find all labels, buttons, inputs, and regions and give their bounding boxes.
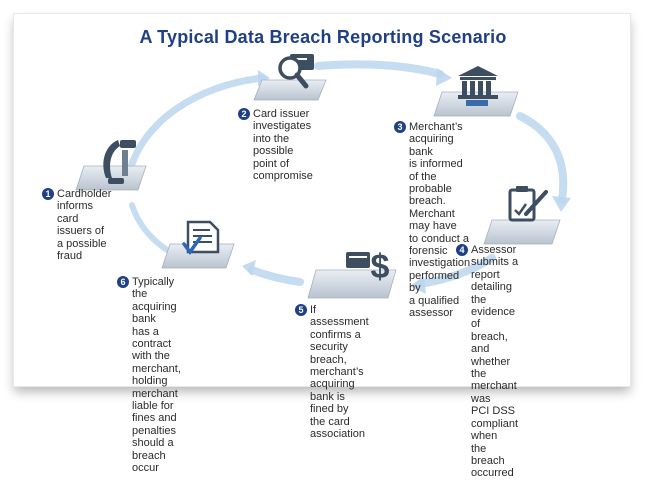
arrow-1-to-2: [124, 74, 266, 182]
cycle-arrows: [124, 60, 568, 288]
arrow-3-to-4: [516, 112, 568, 204]
pad-4: [483, 219, 561, 245]
step-text: Merchant’s acquiring bank is informed of…: [409, 121, 471, 320]
arrow-2-to-3: [314, 60, 444, 78]
step-text: Assessor submits a report detailing the …: [471, 244, 519, 480]
step-number-badge: 2: [238, 108, 250, 120]
step-number-badge: 5: [295, 304, 307, 316]
card-dollar-icon: $: [346, 248, 390, 286]
step-number-badge: 6: [117, 276, 129, 288]
step-number-badge: 4: [456, 244, 468, 256]
step-text: Card issuer investigates into the possib…: [253, 108, 313, 183]
magnifier-card-icon: [278, 54, 314, 89]
pad-2: [253, 79, 327, 101]
step-text: If assessment confirms a security breach…: [310, 304, 369, 441]
arrow-4-to-5: [416, 254, 496, 288]
arrowhead-6: [242, 260, 256, 276]
page-title: A Typical Data Breach Reporting Scenario: [139, 27, 507, 47]
arrowhead-4: [552, 196, 571, 212]
pad-5: [307, 269, 397, 299]
arrowhead-3: [436, 68, 452, 86]
step-text: Cardholder informs card issuers of a pos…: [57, 188, 112, 263]
step-text: Typically the acquiring bank has a contr…: [132, 276, 181, 475]
arrow-5-to-6: [248, 266, 304, 286]
svg-text:$: $: [371, 248, 390, 286]
arrowhead-5: [410, 276, 426, 294]
step-number-badge: 3: [394, 121, 406, 133]
phone-icon: [103, 140, 136, 184]
clipboard-pen-icon: [508, 186, 548, 222]
bank-icon: [458, 66, 498, 106]
cycle-diagram: $: [75, 54, 571, 299]
document-check-icon: [182, 220, 220, 255]
step-number-badge: 1: [42, 188, 54, 200]
